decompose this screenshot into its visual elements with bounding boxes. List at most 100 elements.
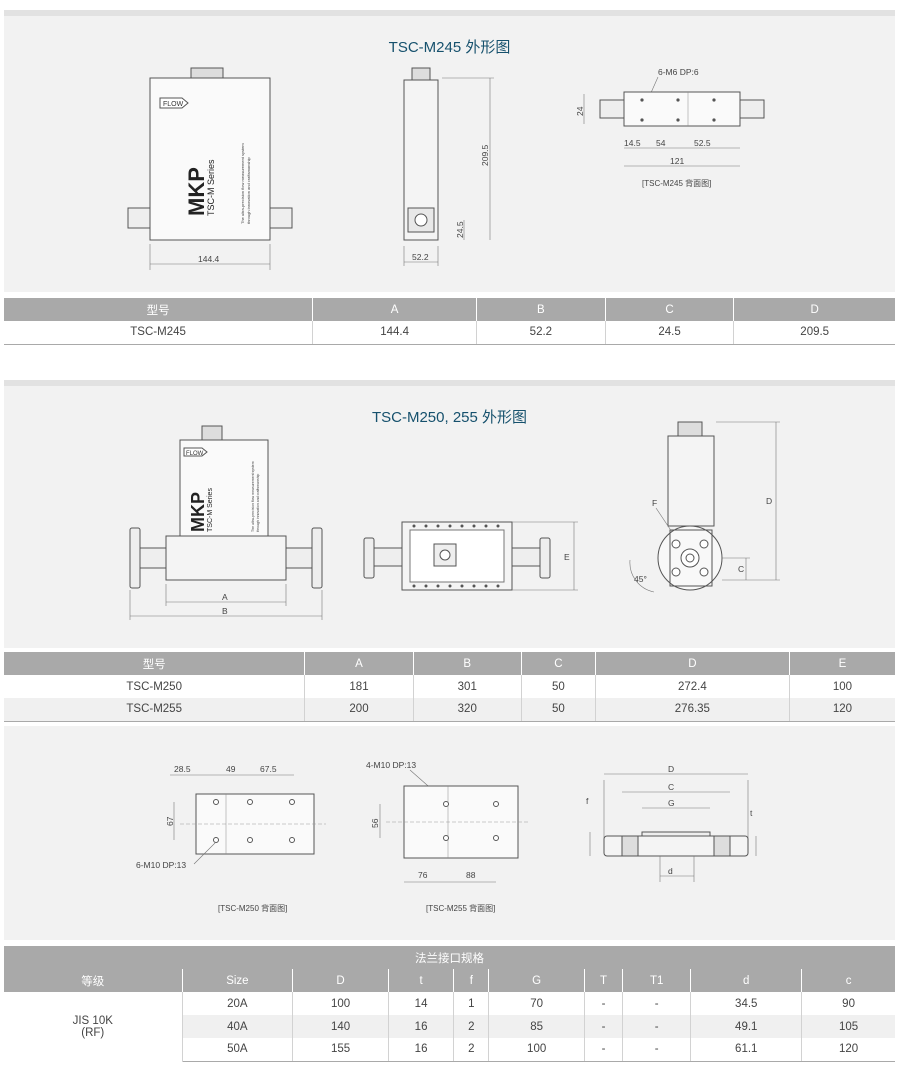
flange-cell: 14: [388, 992, 455, 1015]
m250-cell: 50: [521, 675, 596, 698]
flange-cell: 61.1: [690, 1038, 803, 1062]
m250-angle: 45°: [634, 574, 647, 584]
flange-cell: 85: [488, 1015, 585, 1038]
flange-th-6: T: [584, 969, 624, 992]
table-row: JIS 10K (RF) 20A 100 14 1 70 - - 34.5 90: [4, 992, 895, 1061]
flange-cell: 120: [801, 1038, 895, 1062]
m255-back-view: 4-M10 DP:13 56 76 88 [TSC-M255 背面图]: [366, 760, 530, 913]
m250-back-d3: 67.5: [260, 764, 277, 774]
m245-back-d3: 52.5: [694, 138, 711, 148]
m250-side-view: F 45° D C: [629, 421, 780, 593]
m250-tagline-1: The ultra-precision flow measurement sys…: [251, 461, 255, 532]
flange-grade-line1: JIS 10K: [72, 1014, 113, 1027]
m255-cell: 120: [789, 698, 895, 722]
m250-back-side: 67: [165, 816, 175, 826]
m250-dim-f: F: [652, 498, 657, 508]
m245-back-caption: [TSC-M245 背面图]: [642, 178, 711, 188]
flange-th-5: G: [488, 969, 585, 992]
flange-cell: -: [584, 1015, 624, 1038]
m250-cell: 272.4: [595, 675, 790, 698]
m255-back-d1: 76: [418, 870, 428, 880]
flange-cell: 16: [388, 1038, 455, 1062]
flange-dim-t: t: [750, 808, 753, 818]
m245-side-view: 52.2 209.5 24.5: [403, 67, 494, 266]
m245-th-1: A: [312, 298, 478, 321]
flange-grade-line2: (RF): [81, 1026, 105, 1039]
m245-tagline-1: The ultra-precision flow measurement sys…: [240, 143, 245, 224]
flange-cell: 49.1: [690, 1015, 803, 1038]
table-row: 50A 155 16 2 100 - - 61.1 120: [4, 1038, 895, 1062]
flange-th-8: d: [690, 969, 803, 992]
flange-th-4: f: [453, 969, 490, 992]
m245-series-label: TSC-M Series: [206, 159, 216, 216]
m250-dim-c: C: [738, 564, 744, 574]
m245-flow-label: FLOW: [163, 101, 184, 108]
m245-width-dim: 144.4: [198, 254, 220, 264]
flange-cell: -: [622, 1038, 692, 1062]
m245-th-2: B: [476, 298, 606, 321]
flange-th-7: T1: [622, 969, 692, 992]
m255-back-caption: [TSC-M255 背面图]: [426, 903, 495, 913]
m250-th-0: 型号: [4, 652, 306, 675]
m250-series-label: TSC-M Series: [207, 488, 214, 532]
flange-cell: 155: [292, 1038, 389, 1062]
flange-cell: 40A: [182, 1015, 294, 1038]
flange-spec-table: 法兰接口规格 等级 Size D t f G T T1 d c JIS 10K …: [4, 946, 895, 1062]
flange-cell: 2: [453, 1015, 490, 1038]
flange-cell: 1: [453, 992, 490, 1015]
m255-cell: 200: [304, 698, 414, 722]
flange-cell: -: [622, 992, 692, 1015]
m245-back-d1: 14.5: [624, 138, 641, 148]
flange-table-title: 法兰接口规格: [4, 946, 895, 969]
m245-cell: 209.5: [733, 321, 895, 345]
m250-brand-logo: MKP: [188, 492, 208, 532]
m255-cell: 276.35: [595, 698, 790, 722]
flange-cell: 34.5: [690, 992, 803, 1015]
m245-cell: 144.4: [312, 321, 478, 345]
flange-grade-cell: JIS 10K (RF): [4, 992, 183, 1061]
m250-back-note: 6-M10 DP:13: [136, 860, 186, 870]
flange-cell: 100: [292, 992, 389, 1015]
flange-dim-f: f: [586, 796, 589, 806]
m250-dim-e: E: [564, 552, 570, 562]
m245-th-3: C: [605, 298, 735, 321]
table-row: TSC-M255 200 320 50 276.35 120: [4, 698, 895, 722]
m245-cell: TSC-M245: [4, 321, 314, 345]
flange-cell: 50A: [182, 1038, 294, 1062]
m250-cell: TSC-M250: [4, 675, 306, 698]
m245-front-view: FLOW MKP TSC-M Series The ultra-precisio…: [127, 67, 293, 270]
m245-back-total: 121: [670, 156, 684, 166]
m250-cell: 100: [832, 680, 853, 693]
flange-dim-d-outer: D: [668, 764, 674, 774]
flange-cell: 20A: [182, 992, 294, 1015]
m250-cell: 181: [304, 675, 414, 698]
m245-height-dim: 209.5: [480, 144, 490, 166]
flange-cell: 105: [801, 1015, 895, 1038]
section2-title: TSC-M250, 255 外形图: [371, 409, 528, 426]
m245-cell: 52.2: [476, 321, 606, 345]
m250-back-view: 28.5 49 67.5 67 6-M10 DP:13 [TSC-M250 背面…: [136, 764, 326, 913]
m255-back-note: 4-M10 DP:13: [366, 760, 416, 770]
m250-th-2: B: [413, 652, 522, 675]
flange-th-2: D: [292, 969, 389, 992]
m245-back-view: 6-M6 DP:6 24 14.5 54 52.5 121 [TSC-M245 …: [575, 67, 765, 188]
m250-top-view: E: [363, 521, 578, 591]
m245-cell: 24.5: [605, 321, 735, 345]
m250-th-1: A: [304, 652, 414, 675]
m250-front-view: FLOW MKP TSC-M Series The ultra-precisio…: [129, 425, 323, 620]
m255-back-side: 56: [370, 818, 380, 828]
flange-cell: 90: [842, 997, 855, 1010]
m245-port-dim: 24.5: [455, 221, 465, 238]
flange-th-1: Size: [182, 969, 294, 992]
flange-th-0: 等级: [4, 969, 183, 992]
flange-th-9: c: [801, 969, 895, 992]
m255-back-d2: 88: [466, 870, 476, 880]
flange-cell: -: [584, 992, 624, 1015]
m250-flow-label: FLOW: [186, 451, 204, 457]
section1-title: TSC-M245 外形图: [388, 39, 511, 56]
m250-cell: 301: [413, 675, 522, 698]
m245-back-d2: 54: [656, 138, 666, 148]
m250-back-d1: 28.5: [174, 764, 191, 774]
m250-spec-table: 型号 A B C D E TSC-M250 181 301 50 272.4 1…: [4, 652, 895, 722]
flange-dim-c: C: [668, 782, 674, 792]
